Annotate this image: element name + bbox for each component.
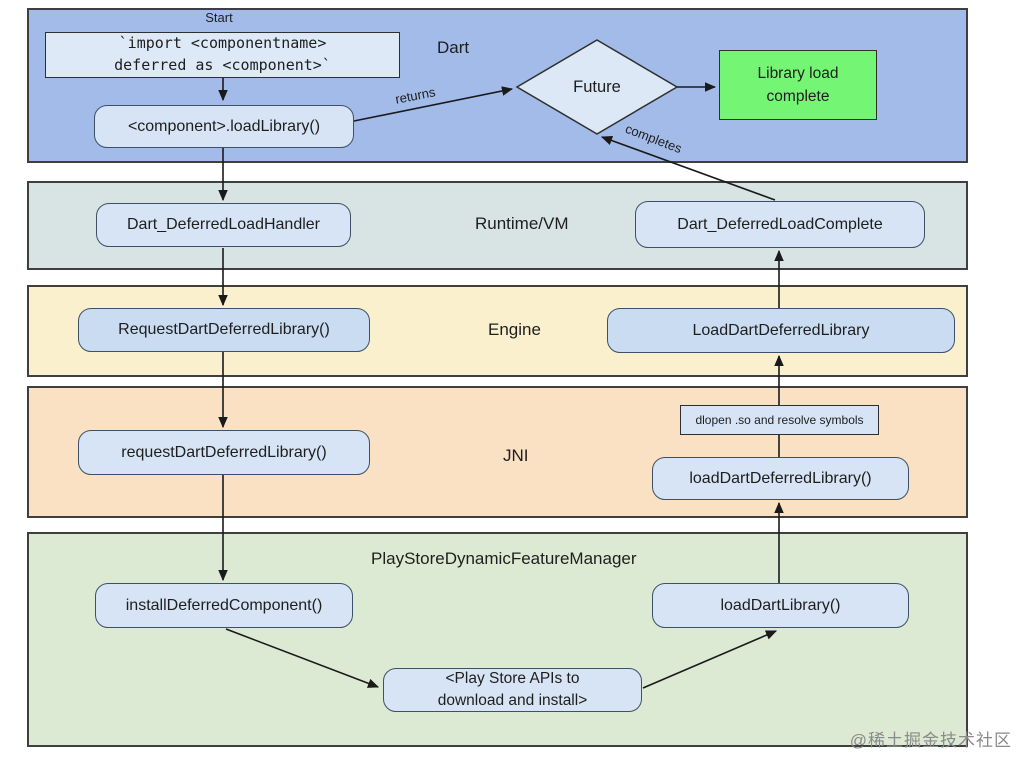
arrow-returns-to-future [353, 86, 514, 122]
runtime-vm-band-label: Runtime/VM [475, 214, 569, 233]
dart-deferred-load-handler-box: Dart_DeferredLoadHandler [96, 203, 351, 247]
library-load-complete-box: Library load complete [719, 50, 877, 120]
load-dart-deferred-library-jni-box: loadDartDeferredLibrary() [652, 457, 909, 500]
watermark-text: @稀土掘金技术社区 [849, 731, 1012, 750]
play-store-apis-box: <Play Store APIs to download and install… [383, 668, 642, 712]
arrow-completes-to-future [600, 135, 776, 201]
future-decision-diamond [515, 39, 679, 135]
import-deferred-code-box: `import <componentname> deferred as <com… [45, 32, 400, 78]
load-dart-library-box: loadDartLibrary() [652, 583, 909, 628]
arrow-playstore-to-loaddart [642, 630, 778, 689]
arrow-install-to-playstore [225, 628, 380, 688]
request-dart-deferred-library-box: RequestDartDeferredLibrary() [78, 308, 370, 352]
jni-band-label: JNI [503, 446, 529, 465]
load-dart-deferred-library-box: LoadDartDeferredLibrary [607, 308, 955, 353]
future-label: Future [573, 77, 621, 96]
request-dart-deferred-library-jni-box: requestDartDeferredLibrary() [78, 430, 370, 475]
dart-band-label: Dart [437, 38, 470, 57]
install-deferred-component-box: installDeferredComponent() [95, 583, 353, 628]
component-loadlibrary-box: <component>.loadLibrary() [94, 105, 354, 148]
dart-deferred-load-complete-box: Dart_DeferredLoadComplete [635, 201, 925, 248]
playstore-band-label: PlayStoreDynamicFeatureManager [371, 549, 637, 568]
engine-band-label: Engine [488, 320, 541, 339]
start-label: Start [205, 10, 233, 25]
dlopen-note-box: dlopen .so and resolve symbols [680, 405, 879, 435]
